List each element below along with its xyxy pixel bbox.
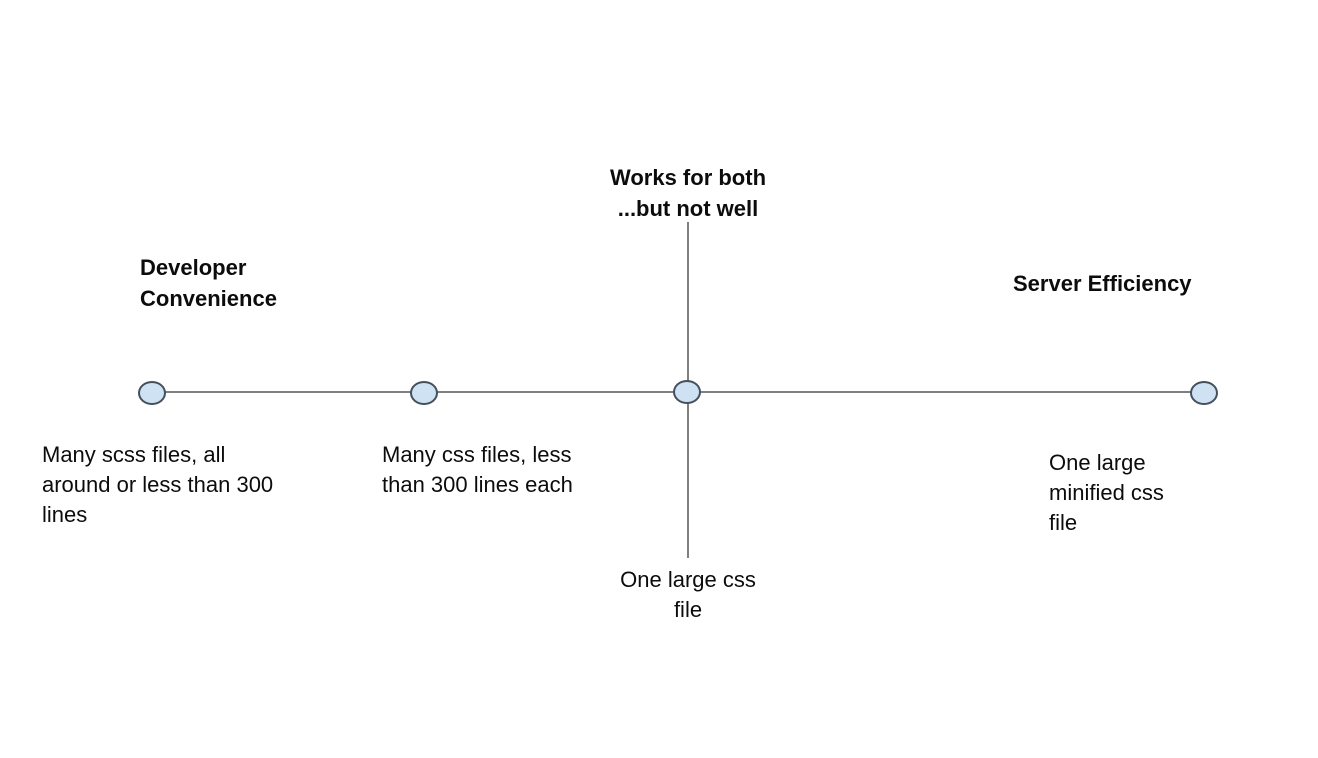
node-one-large-css-file (673, 380, 701, 404)
center-top-label: Works for both ...but not well (609, 165, 767, 221)
node-one-large-minified-css-file (1190, 381, 1218, 405)
left-pole-label: Developer Convenience (140, 255, 277, 311)
point-label-one-large-css-file: One large css file (620, 567, 756, 622)
point-label-many-css-files: Many css files, less than 300 lines each (382, 442, 573, 497)
node-many-css-files (410, 381, 438, 405)
point-label-many-scss-files: Many scss files, all around or less than… (42, 442, 274, 527)
point-label-one-large-minified-css-file: One large minified css file (1049, 450, 1164, 535)
right-pole-label: Server Efficiency (1013, 271, 1192, 296)
node-many-scss-files (138, 381, 166, 405)
